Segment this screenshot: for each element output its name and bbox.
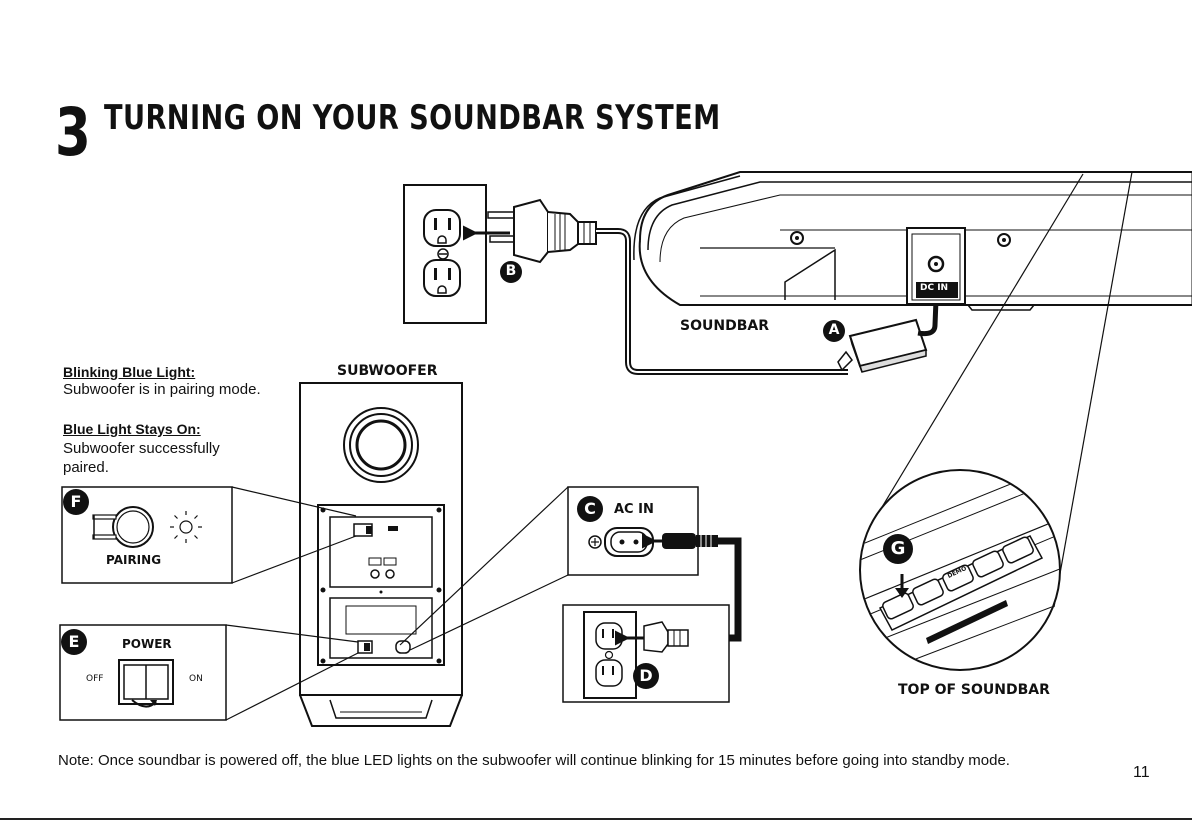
power-detail-box xyxy=(59,624,227,721)
ac-in-detail-box xyxy=(567,486,718,576)
dc-in-label: DC IN xyxy=(920,283,949,293)
section-number: 3 xyxy=(55,94,91,171)
callout-badge-a xyxy=(823,320,845,342)
steady-light-heading: Blue Light Stays On: xyxy=(63,421,201,437)
callout-badge-d xyxy=(633,663,659,689)
soundbar-label: SOUNDBAR xyxy=(680,318,769,334)
power-adapter xyxy=(837,299,939,373)
callout-badge-e xyxy=(61,629,87,655)
wall-outlet-b xyxy=(403,184,487,324)
callout-c-letter: C xyxy=(584,499,596,518)
ac-in-label: AC IN xyxy=(614,502,654,517)
top-of-soundbar-label: TOP OF SOUNDBAR xyxy=(898,682,1050,698)
pairing-label: PAIRING xyxy=(106,553,162,567)
subwoofer xyxy=(299,382,463,727)
callout-badge-g xyxy=(883,534,913,564)
power-plug-b xyxy=(463,198,597,264)
callout-b-letter: B xyxy=(505,263,517,279)
standby-note: Note: Once soundbar is powered off, the … xyxy=(58,752,1010,769)
callout-badge-f xyxy=(63,489,89,515)
top-of-soundbar-detail xyxy=(859,469,1061,671)
power-label: POWER xyxy=(122,637,172,651)
callout-a-letter: A xyxy=(828,322,840,338)
switch-on-label: ON xyxy=(189,674,203,684)
page-number: 11 xyxy=(1133,764,1150,781)
section-title: TURNING ON YOUR SOUNDBAR SYSTEM xyxy=(104,98,721,138)
steady-light-text-2: paired. xyxy=(63,459,109,476)
callout-e-letter: E xyxy=(68,632,80,651)
callout-badge-c xyxy=(577,496,603,522)
pairing-detail-box xyxy=(61,486,233,584)
blinking-light-heading: Blinking Blue Light: xyxy=(63,364,196,380)
subwoofer-label: SUBWOOFER xyxy=(337,363,438,379)
callout-d-letter: D xyxy=(639,666,653,685)
bottom-rule xyxy=(0,818,1192,820)
soundbar xyxy=(633,171,1192,311)
callout-g-letter: G xyxy=(890,538,906,559)
callout-f-letter: F xyxy=(70,492,82,511)
steady-light-text-1: Subwoofer successfully xyxy=(63,440,220,457)
callout-badge-b xyxy=(500,261,522,283)
blinking-light-text: Subwoofer is in pairing mode. xyxy=(63,381,261,398)
switch-off-label: OFF xyxy=(86,674,104,684)
